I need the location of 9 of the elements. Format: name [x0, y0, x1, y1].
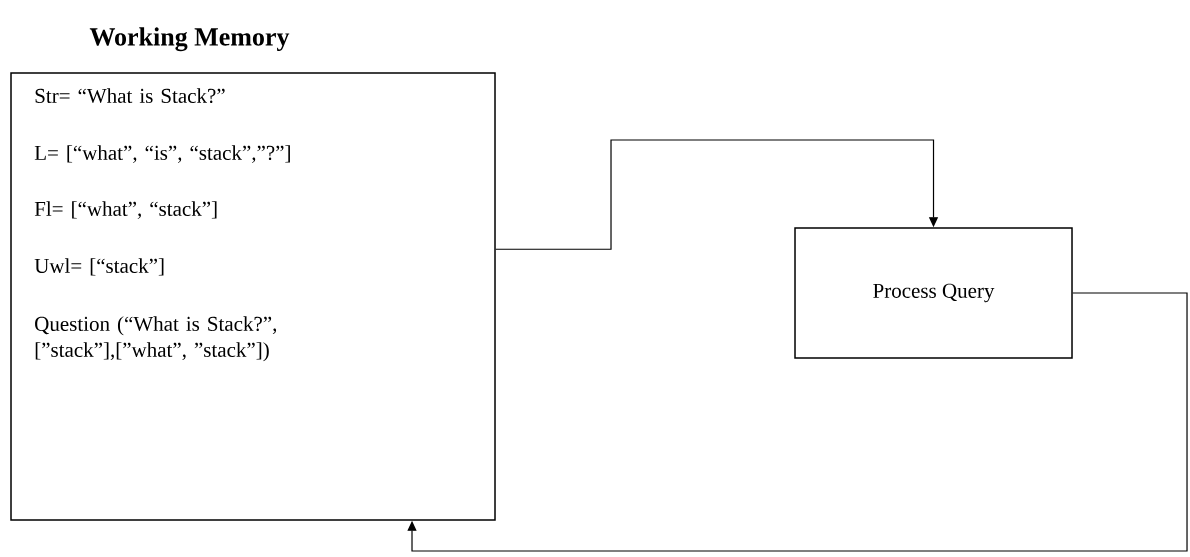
box-heading: Working Memory: [89, 27, 290, 52]
process-box: Process Query: [794, 227, 1073, 359]
code-line: Fl= [“what”, “stack”]: [34, 201, 217, 219]
code-line: Question (“What is Stack?”, [”stack”],[”what”, ”stack”]): [35, 316, 277, 362]
code-line: Uwl= [“stack”]: [34, 258, 164, 276]
code-line: Str= “What is Stack?”: [35, 88, 225, 104]
arrow: [495, 139, 939, 250]
arrow: [407, 292, 1188, 552]
code-line: L= [“what”, “is”, “stack”,”?”]: [34, 145, 290, 163]
